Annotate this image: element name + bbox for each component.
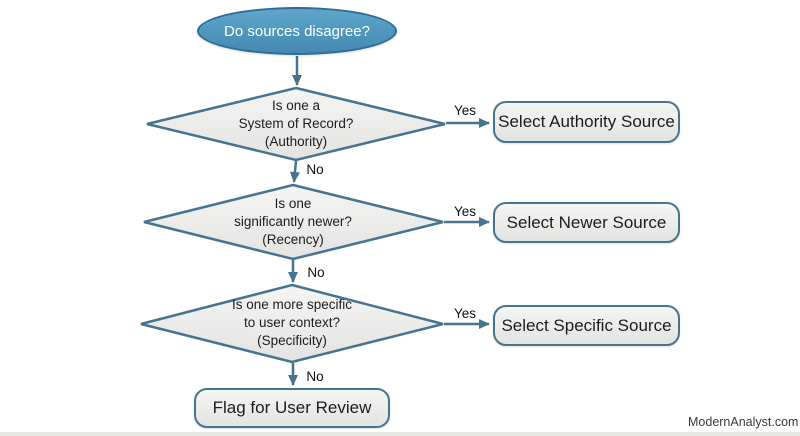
outcome-authority-label: Select Authority Source <box>498 112 675 131</box>
no-label-recency: No <box>307 265 325 280</box>
outcome-newer-box: Select Newer Source <box>493 202 680 243</box>
decision-recency-line3: (Recency) <box>262 231 324 247</box>
outcome-specific-label: Select Specific Source <box>501 315 672 335</box>
start-node-label: Do sources disagree? <box>224 22 370 40</box>
yes-label-authority: Yes <box>453 103 477 118</box>
yes-label-recency: Yes <box>453 204 477 219</box>
decision-diamond-recency <box>143 183 444 261</box>
decision-specificity-line3: (Specificity) <box>257 332 327 348</box>
no-label-authority: No <box>306 162 324 177</box>
decision-authority-label: Is one a System of Record? (Authority) <box>166 96 426 152</box>
decision-authority-line3: (Authority) <box>264 133 328 149</box>
decision-authority-line1: Is one a <box>271 98 321 114</box>
decision-recency-line1: Is one <box>274 196 312 212</box>
decision-recency-label: Is one significantly newer? (Recency) <box>163 194 423 250</box>
decision-specificity-line1: Is one more specific <box>231 297 353 313</box>
final-flag-box: Flag for User Review <box>194 388 390 428</box>
start-node: Do sources disagree? <box>197 7 397 55</box>
arrow-authority-no <box>289 160 300 183</box>
bottom-edge-band <box>0 432 800 436</box>
final-flag-label: Flag for User Review <box>212 398 372 417</box>
outcome-newer-label: Select Newer Source <box>506 212 667 232</box>
no-label-specificity: No <box>306 369 324 384</box>
yes-label-specificity: Yes <box>453 306 477 321</box>
decision-specificity-label: Is one more specific to user context? (S… <box>162 295 422 351</box>
decision-authority-line2: System of Record? <box>238 116 354 132</box>
outcome-authority-box: Select Authority Source <box>493 101 680 143</box>
decision-recency-line2: significantly newer? <box>234 214 352 230</box>
decision-specificity-line2: to user context? <box>243 315 341 331</box>
watermark: ModernAnalyst.com <box>688 415 799 429</box>
outcome-specific-box: Select Specific Source <box>493 305 680 346</box>
decision-diamond-authority <box>146 86 446 162</box>
decision-diamond-specificity <box>140 283 444 364</box>
